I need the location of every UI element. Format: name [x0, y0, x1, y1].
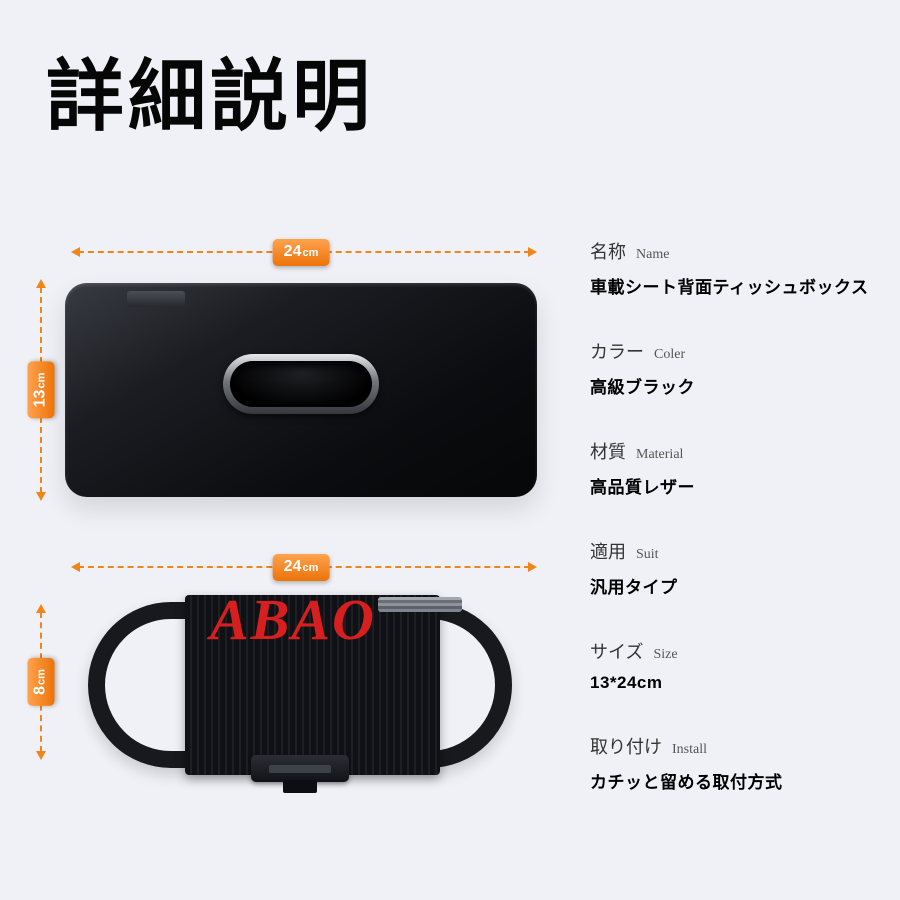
- arrowhead-left-icon: [71, 247, 80, 257]
- arrowhead-up-icon: [36, 604, 46, 613]
- spec-item-name: 名称 Name 車載シート背面ティッシュボックス: [590, 238, 890, 298]
- dimension-unit: cm: [302, 247, 319, 259]
- dimension-value: 13: [31, 389, 49, 408]
- arrowhead-down-icon: [36, 751, 46, 760]
- dimension-value: 8: [31, 686, 49, 695]
- spec-item-material: 材質 Material 高品質レザー: [590, 438, 890, 498]
- dimension-unit: cm: [302, 562, 319, 574]
- mount-clip: [127, 291, 185, 307]
- tissue-opening-ring: [223, 353, 379, 414]
- spec-value: 車載シート背面ティッシュボックス: [590, 278, 869, 297]
- dimension-unit: cm: [35, 669, 48, 685]
- spec-label-en: Size: [653, 647, 678, 662]
- spec-label-en: Suit: [636, 547, 659, 562]
- spec-label-en: Install: [672, 742, 707, 757]
- product-front-view: [65, 283, 537, 497]
- arrowhead-right-icon: [528, 562, 537, 572]
- dimension-value: 24: [283, 558, 302, 575]
- spec-label: 取り付け: [590, 737, 662, 757]
- dimension-unit: cm: [35, 372, 48, 389]
- spec-value: 高級ブラック: [590, 378, 695, 397]
- spec-label: 適用: [590, 542, 626, 562]
- spec-item-color: カラー Coler 高級ブラック: [590, 338, 890, 398]
- buckle: [251, 755, 349, 782]
- spec-label: 名称: [590, 242, 626, 262]
- spec-label: カラー: [590, 342, 644, 362]
- dimension-value: 24: [283, 243, 302, 260]
- arrowhead-left-icon: [71, 562, 80, 572]
- spec-value: 13*24cm: [590, 673, 663, 692]
- spec-item-install: 取り付け Install カチッと留める取付方式: [590, 733, 890, 793]
- spec-label-en: Material: [636, 447, 684, 462]
- fabric-strap: [185, 595, 440, 775]
- tissue-opening: [230, 360, 372, 407]
- page-title: 詳細説明: [46, 52, 375, 140]
- spec-label-en: Coler: [654, 347, 686, 362]
- buckle-stub: [283, 780, 317, 793]
- spec-item-suit: 適用 Suit 汎用タイプ: [590, 538, 890, 598]
- spec-label-en: Name: [636, 247, 670, 262]
- spec-value: カチッと留める取付方式: [590, 773, 783, 792]
- spec-value: 汎用タイプ: [590, 578, 678, 597]
- brand-watermark: ABAO: [210, 587, 376, 652]
- arrowhead-right-icon: [528, 247, 537, 257]
- buckle-latch: [269, 764, 331, 773]
- arrowhead-down-icon: [36, 492, 46, 501]
- product-top-view: [88, 595, 512, 793]
- spec-item-size: サイズ Size 13*24cm: [590, 638, 890, 693]
- arrowhead-up-icon: [36, 279, 46, 288]
- spec-value: 高品質レザー: [590, 478, 695, 497]
- spec-label: サイズ: [590, 642, 644, 662]
- strap-adjuster: [378, 597, 462, 612]
- spec-label: 材質: [590, 442, 626, 462]
